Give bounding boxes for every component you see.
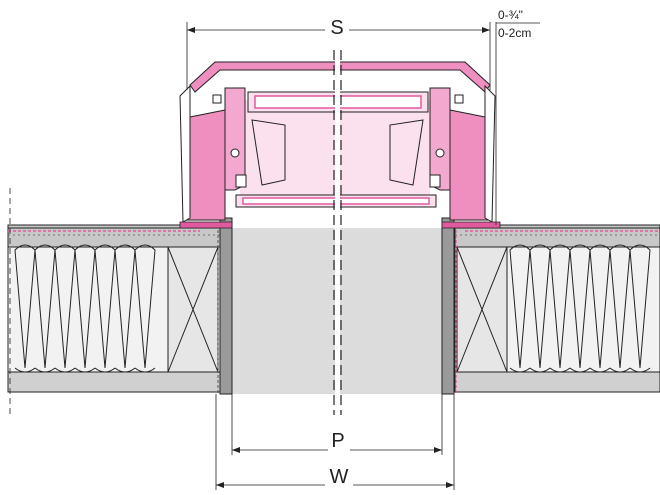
extension-lines (9, 22, 497, 490)
insulation-layer (7, 244, 660, 393)
ceiling-left (7, 371, 221, 393)
ceiling-right (454, 371, 660, 393)
dimension-gap: 0-¾" 0-2cm (496, 8, 540, 40)
dimension-w: W (216, 466, 454, 491)
skylight-unit (179, 61, 501, 229)
dimension-p: P (232, 430, 442, 454)
center-break (333, 50, 342, 415)
roof-layers (7, 224, 660, 248)
dim-gap-imperial: 0-¾" (498, 8, 523, 22)
frame-right (449, 109, 491, 221)
dimension-s: S (187, 16, 490, 40)
dim-gap-metric: 0-2cm (498, 26, 531, 40)
dim-p-label: P (331, 430, 344, 452)
dim-s-label: S (330, 17, 343, 39)
frame-left (184, 109, 226, 221)
curb-right (441, 217, 455, 395)
dim-w-label: W (330, 466, 349, 488)
curb-left (219, 217, 233, 395)
